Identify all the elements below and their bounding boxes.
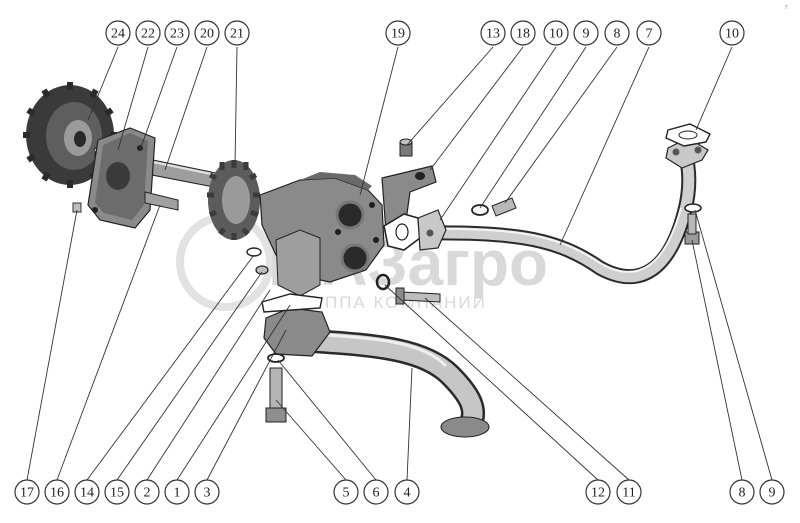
tube-washer (684, 203, 702, 213)
oil-pressure-tube (422, 144, 697, 285)
callout-label: 16 (50, 486, 64, 501)
bracket-stud (144, 191, 179, 211)
callout-bubble: 8 (604, 20, 630, 46)
callout-label: 1 (174, 486, 181, 501)
callout-bubble: 17 (14, 479, 40, 505)
callout-label: 8 (739, 486, 746, 501)
callout-bubble: 16 (44, 479, 70, 505)
oil-pickup-pipe (288, 328, 490, 438)
callout-bubble: 24 (105, 20, 131, 46)
callout-label: 5 (343, 486, 350, 501)
callout-bubble: 12 (585, 479, 611, 505)
pump-gear (207, 160, 260, 240)
callout-bubble: 13 (480, 20, 506, 46)
callout-bubble: 3 (194, 479, 220, 505)
pickup-gasket (261, 293, 323, 313)
callout-label: 7 (646, 27, 653, 42)
pickup-washer (267, 353, 285, 363)
callout-label: 15 (110, 486, 124, 501)
callout-bubble: 9 (573, 20, 599, 46)
callout-label: 23 (170, 27, 184, 42)
callout-bubble: 5 (333, 479, 359, 505)
callout-label: 10 (549, 27, 563, 42)
callout-label: 3 (204, 486, 211, 501)
callout-label: 21 (230, 27, 244, 42)
callout-bubble: 11 (616, 479, 642, 505)
callout-bubble: 2 (134, 479, 160, 505)
callout-label: 11 (622, 486, 635, 501)
callout-bubble: 18 (510, 20, 536, 46)
cover-bolt (395, 287, 441, 305)
flange-gasket (665, 123, 711, 147)
callout-bubble: 1 (164, 479, 190, 505)
callout-label: 9 (583, 27, 590, 42)
callout-bubble: 10 (719, 20, 745, 46)
pump-bracket (87, 127, 156, 229)
callout-bubble: 4 (394, 479, 420, 505)
callout-label: 18 (516, 27, 530, 42)
o-ring (375, 273, 391, 291)
callout-label: 8 (614, 27, 621, 42)
callout-bubble: 6 (363, 479, 389, 505)
callout-label: 10 (725, 27, 739, 42)
leader-lines (26, 46, 773, 481)
bushing (399, 138, 413, 157)
callout-bubble: 8 (729, 479, 755, 505)
callout-label: 13 (486, 27, 500, 42)
callout-bubble: 19 (385, 20, 411, 46)
pump-body (259, 172, 385, 297)
callout-bubble: 20 (194, 20, 220, 46)
callout-label: 24 (111, 27, 125, 42)
callout-bubble: 15 (104, 479, 130, 505)
callout-label: 14 (80, 486, 94, 501)
callout-bubble: 23 (164, 20, 190, 46)
callout-label: 4 (404, 486, 411, 501)
outlet-washer (471, 204, 489, 216)
callout-bubble: 22 (135, 20, 161, 46)
pickup-bolt (265, 367, 287, 423)
callout-label: 6 (373, 486, 380, 501)
tube-bolt (684, 213, 700, 245)
callout-label: 20 (200, 27, 214, 42)
callout-label: 17 (20, 486, 34, 501)
callouts: 24 22 23 20 21 19 13 18 10 9 8 7 10 17 1… (14, 20, 785, 505)
callout-bubble: 21 (224, 20, 250, 46)
outlet-flange (417, 209, 447, 251)
callout-label: 19 (391, 27, 405, 42)
callout-label: 12 (591, 486, 605, 501)
outlet-bolt (491, 197, 517, 217)
callout-bubble: 9 (759, 479, 785, 505)
corner-mark: r (785, 3, 788, 11)
tube-flange (665, 137, 709, 169)
lock-washer (255, 265, 269, 275)
callout-bubble: 7 (636, 20, 662, 46)
callout-bubble: 14 (74, 479, 100, 505)
callout-bubble: 10 (543, 20, 569, 46)
spacer-ring (246, 247, 262, 257)
callout-label: 2 (144, 486, 151, 501)
callout-label: 22 (141, 27, 155, 42)
callout-label: 9 (769, 486, 776, 501)
